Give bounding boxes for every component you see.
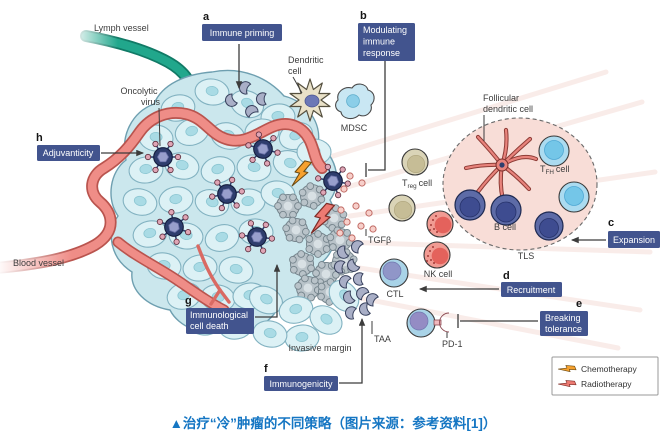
strategy-box-b — [358, 23, 415, 61]
ctl-cell — [379, 258, 409, 288]
taa-label: TAA — [374, 334, 391, 344]
label-ticks — [158, 76, 485, 338]
b-cell-label: B cell — [494, 222, 516, 232]
follicular-dendritic-cell — [463, 127, 539, 203]
mdsc-cell — [335, 83, 375, 120]
invasive-margin-label: Invasive margin — [288, 343, 351, 353]
strategy-letter-h: h — [36, 132, 43, 144]
dendritic-cell-label: Dendritic cell — [288, 55, 326, 76]
legend-radiotherapy-label: Radiotherapy — [581, 379, 632, 389]
oncolytic-virus-label: Oncolytic virus — [120, 86, 160, 107]
follicular-dendritic-cell-label: Follicular dendritic cell — [483, 93, 533, 114]
pd1-receptor-icon — [433, 312, 450, 333]
tls-structure — [442, 117, 598, 251]
strategy-letter-b: b — [360, 10, 367, 22]
strategy-box-f — [264, 376, 338, 391]
strategy-box-a-label: Immune priming — [210, 28, 275, 38]
legend: Chemotherapy Radiotherapy — [551, 356, 659, 396]
arrow-g — [255, 263, 281, 318]
diagram-labels: Lymph vessel Blood vessel Oncolytic viru… — [13, 23, 569, 353]
strategy-connectors — [101, 44, 606, 384]
strategy-box-c-label: Expansion — [613, 235, 655, 245]
pd1-t-cell — [406, 308, 450, 338]
strategy-letter-d: d — [503, 270, 510, 282]
pd1-label: PD-1 — [442, 339, 463, 349]
strategy-box-f-label: Immunogenicity — [269, 379, 333, 389]
strategy-box-h-label: Adjuvanticity — [43, 148, 94, 158]
strategy-box-d — [501, 282, 562, 297]
tumor-capillary — [196, 244, 231, 306]
inhibit-line-b — [368, 61, 386, 171]
figure-caption: ▲治疗“冷”肿瘤的不同策略（图片来源：参考资料[1]） — [169, 416, 497, 431]
tgfb-label: TGFβ — [368, 235, 391, 245]
legend-chemotherapy-label: Chemotherapy — [581, 364, 638, 374]
lymph-vessel-label: Lymph vessel — [94, 23, 149, 33]
b-cells — [454, 189, 564, 241]
legend-box — [551, 356, 659, 396]
lymph-vessel-fade — [74, 22, 118, 54]
nk-cell-label: NK cell — [424, 269, 453, 279]
strategy-letter-f: f — [264, 363, 268, 375]
strategy-box-e-label: Breaking tolerance — [545, 313, 583, 334]
strategy-boxes: a Immune priming b Modulating immune res… — [36, 10, 660, 391]
strategy-box-g — [186, 308, 254, 334]
arrow-f — [339, 317, 366, 384]
strategy-letter-g: g — [185, 295, 192, 307]
diagram-canvas: a Immune priming b Modulating immune res… — [0, 10, 660, 396]
strategy-box-h — [37, 145, 100, 161]
strategy-letter-c: c — [608, 217, 614, 229]
strategy-letter-a: a — [203, 11, 210, 23]
nk-cells — [423, 210, 454, 269]
strategy-letter-e: e — [576, 298, 582, 310]
strategy-box-d-label: Recruitment — [507, 285, 556, 295]
mdsc-label: MDSC — [341, 123, 368, 133]
figure-diagram: a Immune priming b Modulating immune res… — [0, 10, 660, 396]
ctl-label: CTL — [386, 289, 403, 299]
strategy-box-g-label: Immunological cell death — [190, 310, 251, 331]
strategy-box-c — [608, 231, 660, 248]
blood-vessel — [0, 107, 328, 316]
tls-label: TLS — [518, 251, 535, 261]
strategy-box-a — [202, 24, 282, 41]
treg-cells — [388, 148, 429, 222]
strategy-box-b-label: Modulating immune response — [363, 25, 410, 58]
tfh-cells — [538, 135, 590, 213]
blood-vessel-label: Blood vessel — [13, 258, 64, 268]
strategy-box-e — [540, 311, 588, 336]
blood-vessel-fade — [0, 244, 72, 288]
